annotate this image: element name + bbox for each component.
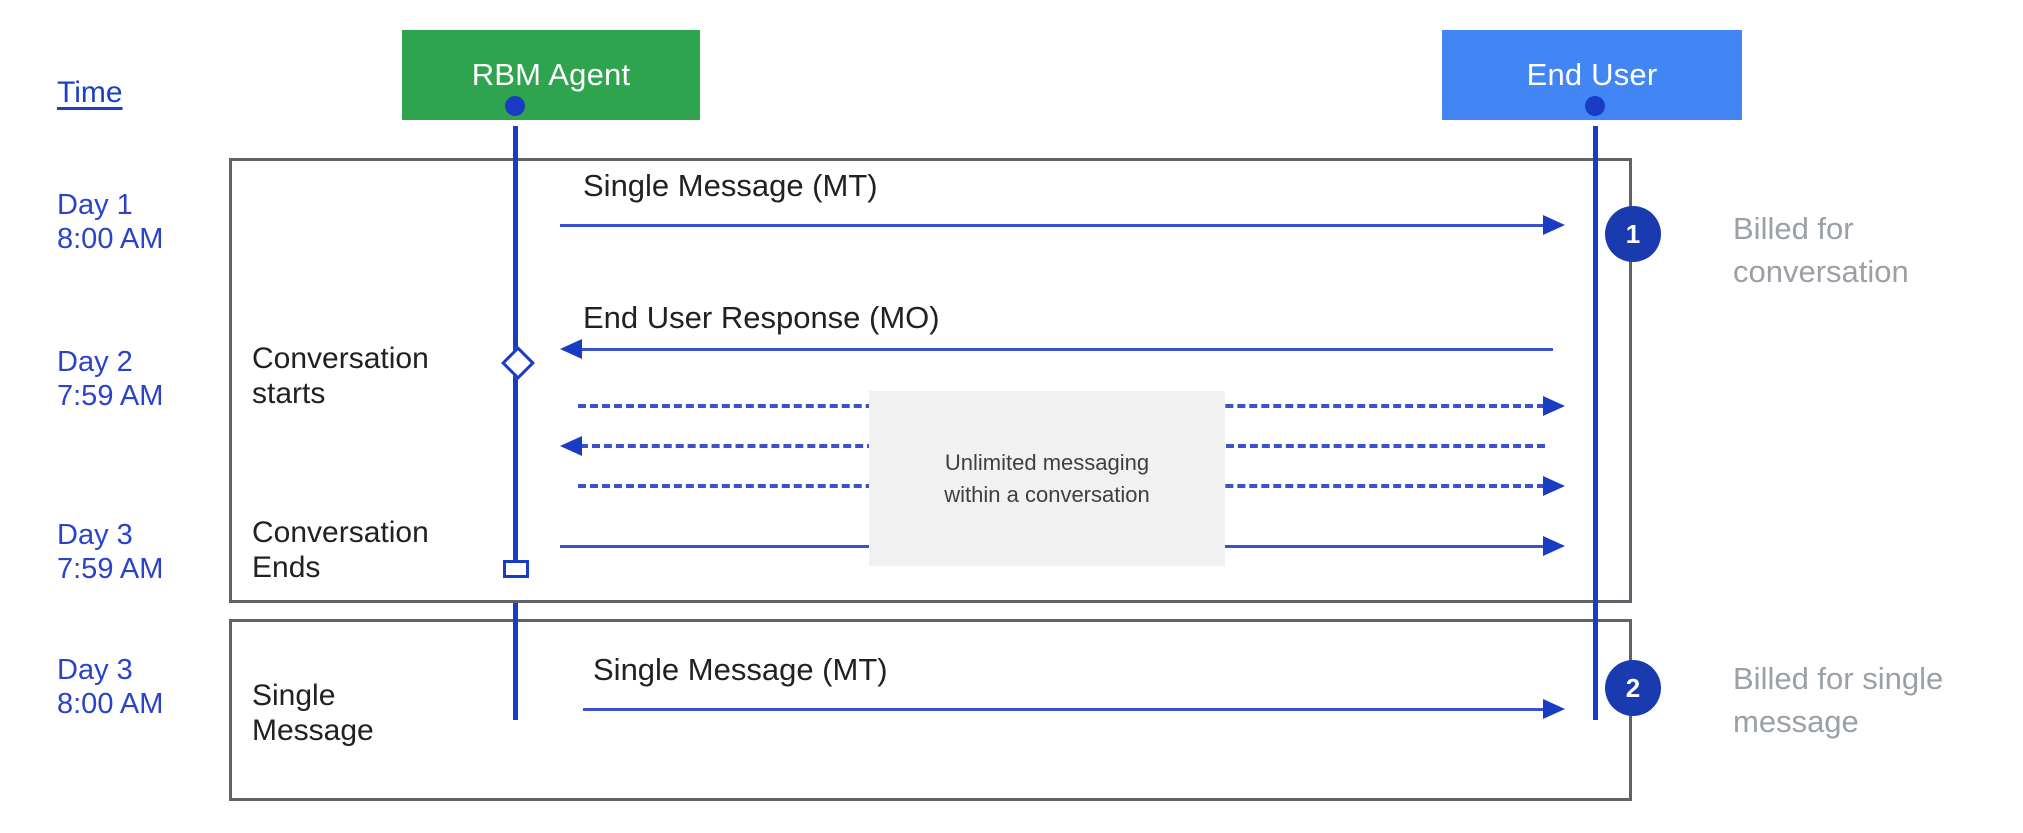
phase-line-1: Single — [252, 679, 336, 712]
actor-label-end-user: End User — [1526, 57, 1658, 92]
time-day: Day 1 — [57, 189, 133, 221]
callout-billed-for-single-message: Billed for single message — [1733, 658, 1943, 744]
lifeline-start-dot-enduser — [1585, 96, 1605, 116]
phase-line-2: Ends — [252, 551, 321, 585]
note-line-2: within a conversation — [944, 481, 1150, 507]
callout-line-2: conversation — [1733, 253, 1909, 289]
time-label-day1-8am: Day 1 8:00 AM — [57, 188, 163, 256]
phase-line-2: Message — [252, 714, 374, 748]
message-line-mo-1 — [580, 348, 1553, 351]
message-caption-mo-1: End User Response (MO) — [583, 300, 940, 335]
callout-line-1: Billed for single — [1733, 661, 1944, 696]
arrowhead-right-mt-final — [1543, 536, 1565, 556]
lifeline-end-user — [1593, 126, 1598, 603]
arrowhead-right-mt-2 — [1543, 699, 1565, 719]
time-column-header: Time — [57, 76, 123, 109]
phase-line-1: Conversation — [252, 342, 429, 375]
time-day: Day 3 — [57, 519, 133, 551]
badge-1-number: 1 — [1625, 218, 1641, 249]
badge-2: 2 — [1605, 660, 1661, 716]
arrowhead-right-unlimited-3 — [1543, 476, 1565, 496]
time-clock: 8:00 AM — [57, 223, 164, 256]
arrowhead-right-unlimited-1 — [1543, 396, 1565, 416]
time-label-day2-759am: Day 2 7:59 AM — [57, 345, 163, 413]
message-line-mt-2 — [583, 708, 1545, 711]
time-clock: 7:59 AM — [57, 553, 164, 586]
time-label-day3-8am: Day 3 8:00 AM — [57, 653, 163, 721]
phase-label-conversation-starts: Conversation starts — [252, 341, 429, 412]
message-caption-mt-2: Single Message (MT) — [593, 652, 888, 687]
lifeline-start-dot-agent — [505, 96, 525, 116]
time-label-day3-759am: Day 3 7:59 AM — [57, 518, 163, 586]
lifeline-rbm-agent-lower — [513, 603, 518, 720]
note-line-1: Unlimited messaging — [944, 450, 1150, 476]
phase-label-single-message: Single Message — [252, 678, 374, 749]
group-box-conversation — [229, 158, 1632, 603]
phase-line-1: Conversation — [252, 516, 429, 549]
arrowhead-right-mt-1 — [1543, 215, 1565, 235]
message-line-mt-1 — [560, 224, 1545, 227]
phase-line-2: starts — [252, 377, 326, 411]
badge-2-number: 2 — [1625, 672, 1641, 703]
callout-line-1: Billed for — [1733, 211, 1854, 246]
time-clock: 7:59 AM — [57, 380, 164, 413]
time-day: Day 3 — [57, 654, 133, 686]
callout-billed-for-conversation: Billed for conversation — [1733, 208, 1909, 294]
actor-label-rbm-agent: RBM Agent — [471, 57, 631, 92]
phase-label-conversation-ends: Conversation Ends — [252, 515, 429, 586]
callout-line-2: message — [1733, 703, 1859, 739]
conversation-end-square-icon — [503, 560, 529, 578]
time-day: Day 2 — [57, 346, 133, 378]
actor-box-rbm-agent: RBM Agent — [402, 30, 700, 120]
badge-1: 1 — [1605, 206, 1661, 262]
message-caption-mt-1: Single Message (MT) — [583, 168, 878, 203]
arrowhead-left-unlimited-2 — [560, 436, 582, 456]
arrowhead-left-mo-1 — [560, 339, 582, 359]
lifeline-end-user-lower — [1593, 603, 1598, 720]
time-clock: 8:00 AM — [57, 688, 164, 721]
note-unlimited-messaging: Unlimited messaging within a conversatio… — [869, 391, 1225, 566]
